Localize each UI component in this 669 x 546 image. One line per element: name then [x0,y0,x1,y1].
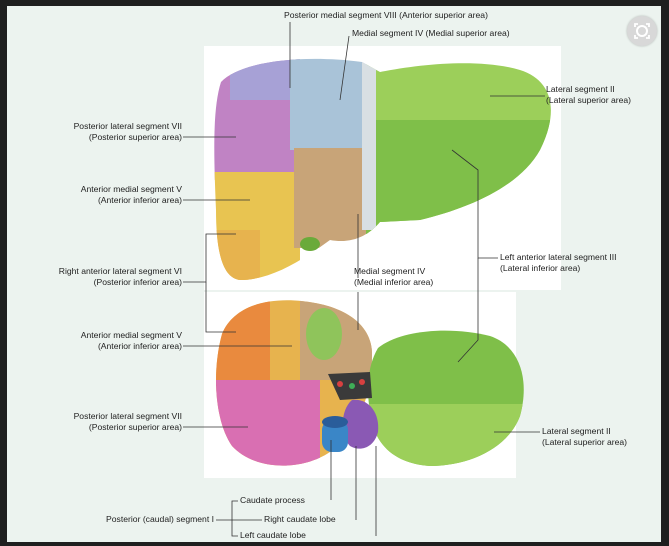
label-left-anterior-lateral-iii: Left anterior lateral segment III (Later… [500,252,617,274]
label-medial-iv-inferior: Medial segment IV (Medial inferior area) [354,266,433,288]
label-posterior-caudal-i: Posterior (caudal) segment I [50,514,214,525]
label-medial-iv-superior: Medial segment IV (Medial superior area) [352,28,510,39]
label-posterior-lateral-vii-bottom: Posterior lateral segment VII (Posterior… [30,411,182,433]
label-posterior-lateral-vii-top: Posterior lateral segment VII (Posterior… [30,121,182,143]
label-caudate-process: Caudate process [240,495,305,506]
lens-button[interactable] [627,16,657,46]
falciform-ligament [362,60,376,230]
label-lateral-ii-bottom: Lateral segment II (Lateral superior are… [542,426,627,448]
label-right-anterior-lateral-vi: Right anterior lateral segment VI (Poste… [14,266,182,288]
label-anterior-medial-v-bottom: Anterior medial segment V (Anterior infe… [30,330,182,352]
label-lateral-ii-top: Lateral segment II (Lateral superior are… [546,84,631,106]
label-posterior-medial-viii: Posterior medial segment VIII (Anterior … [284,10,488,21]
segment-iv-inferior-top [294,148,368,248]
lens-icon [627,16,657,46]
label-left-caudate-lobe: Left caudate lobe [240,530,306,541]
label-right-caudate-lobe: Right caudate lobe [264,514,336,525]
gallbladder-tip [300,237,320,251]
gallbladder [306,308,342,360]
label-anterior-medial-v-top: Anterior medial segment V (Anterior infe… [30,184,182,206]
